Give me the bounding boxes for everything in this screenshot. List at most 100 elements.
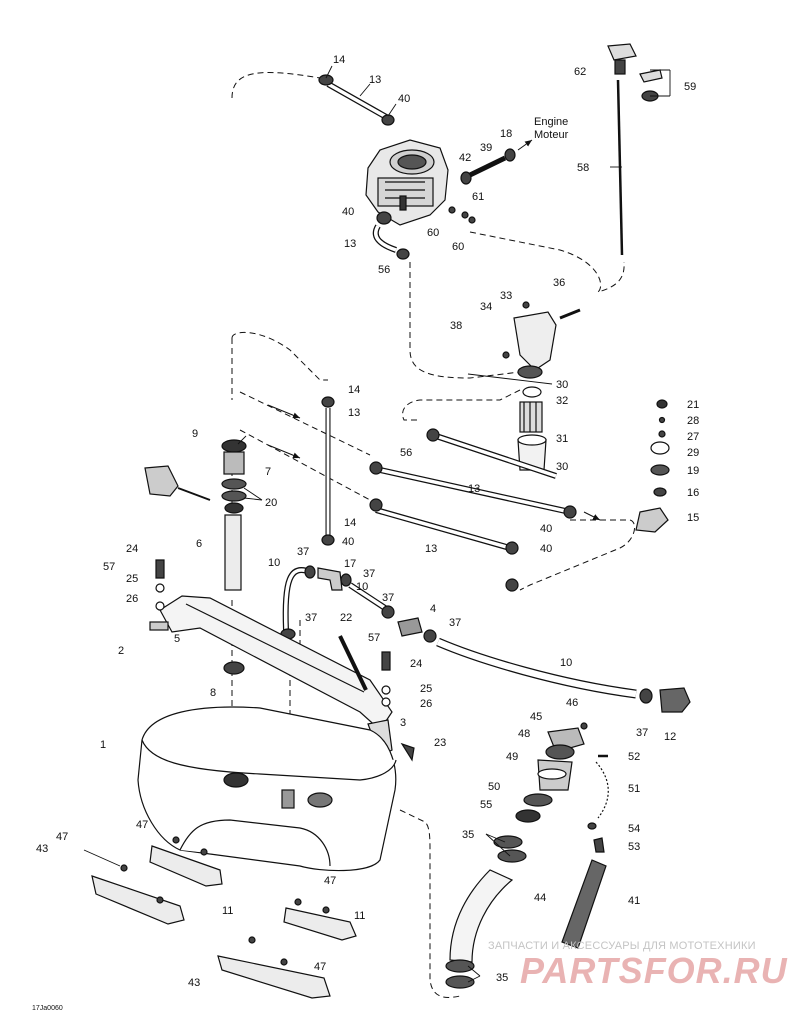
callout-44: 44: [534, 892, 546, 904]
callout-57: 57: [368, 632, 380, 644]
callout-49: 49: [506, 751, 518, 763]
callout-45: 45: [530, 711, 542, 723]
callout-62: 62: [574, 66, 586, 78]
callout-1: 1: [100, 739, 106, 751]
callout-58: 58: [577, 162, 589, 174]
callout-35: 35: [496, 972, 508, 984]
washer-54: [587, 822, 597, 830]
clamp-40-mid: [563, 505, 577, 519]
parts: [91, 43, 691, 999]
callout-8: 8: [210, 687, 216, 699]
runner-11b: [283, 907, 357, 941]
callout-51: 51: [628, 783, 640, 795]
screws-47: [120, 836, 330, 966]
callout-26: 26: [126, 593, 138, 605]
clamp-37b: [340, 573, 352, 587]
engine-label-fr: Moteur: [534, 129, 569, 141]
clamp-37c: [381, 605, 395, 619]
routing-line: [231, 331, 328, 400]
fuel-pickup-assembly: [144, 439, 247, 591]
callout-37: 37: [297, 546, 309, 558]
washer-25a: [155, 583, 165, 593]
vent-hose-41: [561, 859, 607, 949]
part-callouts: 14 13 40 18 39 42 61 40 60 60 13 56 62 5…: [32, 54, 699, 1012]
plate-2: [149, 621, 169, 631]
callout-48: 48: [518, 728, 530, 740]
filter-bracket: [502, 301, 581, 398]
callout-40: 40: [540, 543, 552, 555]
clamp-37f: [639, 688, 653, 704]
clamp-35b: [445, 959, 475, 973]
callout-13: 13: [468, 483, 480, 495]
flow-arrow: [267, 444, 301, 459]
callout-13: 13: [344, 238, 356, 250]
flow-arrows: [267, 139, 601, 521]
callout-53: 53: [628, 841, 640, 853]
screw-53: [593, 837, 605, 853]
washer-25b: [381, 685, 391, 695]
callout-47: 47: [56, 831, 68, 843]
callout-17: 17: [344, 558, 356, 570]
callout-16: 16: [687, 487, 699, 499]
callout-37: 37: [449, 617, 461, 629]
callout-30: 30: [556, 379, 568, 391]
callout-14: 14: [344, 517, 356, 529]
bolt-57b: [381, 651, 391, 671]
routing-line: [399, 809, 461, 998]
callout-55: 55: [480, 799, 492, 811]
clip-23: [400, 742, 415, 762]
primer-valve-stack: [635, 399, 670, 533]
callout-50: 50: [488, 781, 500, 793]
callout-40: 40: [342, 206, 354, 218]
callout-40: 40: [540, 523, 552, 535]
callout-leaders: [83, 65, 671, 983]
clamp-56b: [426, 428, 440, 442]
callout-19: 19: [687, 465, 699, 477]
callout-43: 43: [36, 843, 48, 855]
bolt-57a: [155, 559, 165, 579]
callout-10: 10: [268, 557, 280, 569]
clamp-37d: [423, 629, 437, 643]
clamp-35a2: [497, 849, 527, 863]
callout-43: 43: [188, 977, 200, 989]
callout-13: 13: [348, 407, 360, 419]
clamp-42: [460, 171, 472, 185]
callout-57: 57: [103, 561, 115, 573]
washer-60b: [461, 211, 469, 219]
washer-26b: [381, 697, 391, 707]
callout-37: 37: [636, 727, 648, 739]
watermark-subtitle: ЗАПЧАСТИ И АКСЕССУАРЫ ДЛЯ МОТОТЕХНИКИ: [488, 940, 756, 952]
callout-11: 11: [222, 905, 233, 917]
watermark-logo: PARTSFOR.RU: [520, 950, 788, 991]
callout-47: 47: [314, 961, 326, 973]
callout-32: 32: [556, 395, 568, 407]
callout-12: 12: [664, 731, 676, 743]
carburetor: [365, 139, 449, 226]
callout-6: 6: [196, 538, 202, 550]
fuel-tank: [137, 706, 397, 872]
fitting-12: [659, 687, 691, 713]
callout-4: 4: [430, 603, 436, 615]
callout-47: 47: [324, 875, 336, 887]
fuel-filter: [517, 401, 547, 471]
routing-line: [231, 72, 321, 99]
callout-31: 31: [556, 433, 568, 445]
callout-23: 23: [434, 737, 446, 749]
callout-26: 26: [420, 698, 432, 710]
flow-arrow: [583, 511, 601, 521]
callout-25: 25: [420, 683, 432, 695]
callout-56: 56: [400, 447, 412, 459]
callout-13: 13: [425, 543, 437, 555]
callout-7: 7: [265, 466, 271, 478]
callout-10: 10: [356, 581, 368, 593]
callout-24: 24: [126, 543, 138, 555]
spring-22: [338, 635, 368, 691]
washer-61: [468, 216, 476, 224]
callout-35: 35: [462, 829, 474, 841]
clamp-37a: [304, 565, 316, 579]
figure-code: 17Ja0060: [32, 1005, 63, 1012]
fuel-hose-13-top: [318, 74, 395, 126]
callout-61: 61: [472, 191, 484, 203]
runner-43a: [91, 875, 185, 925]
